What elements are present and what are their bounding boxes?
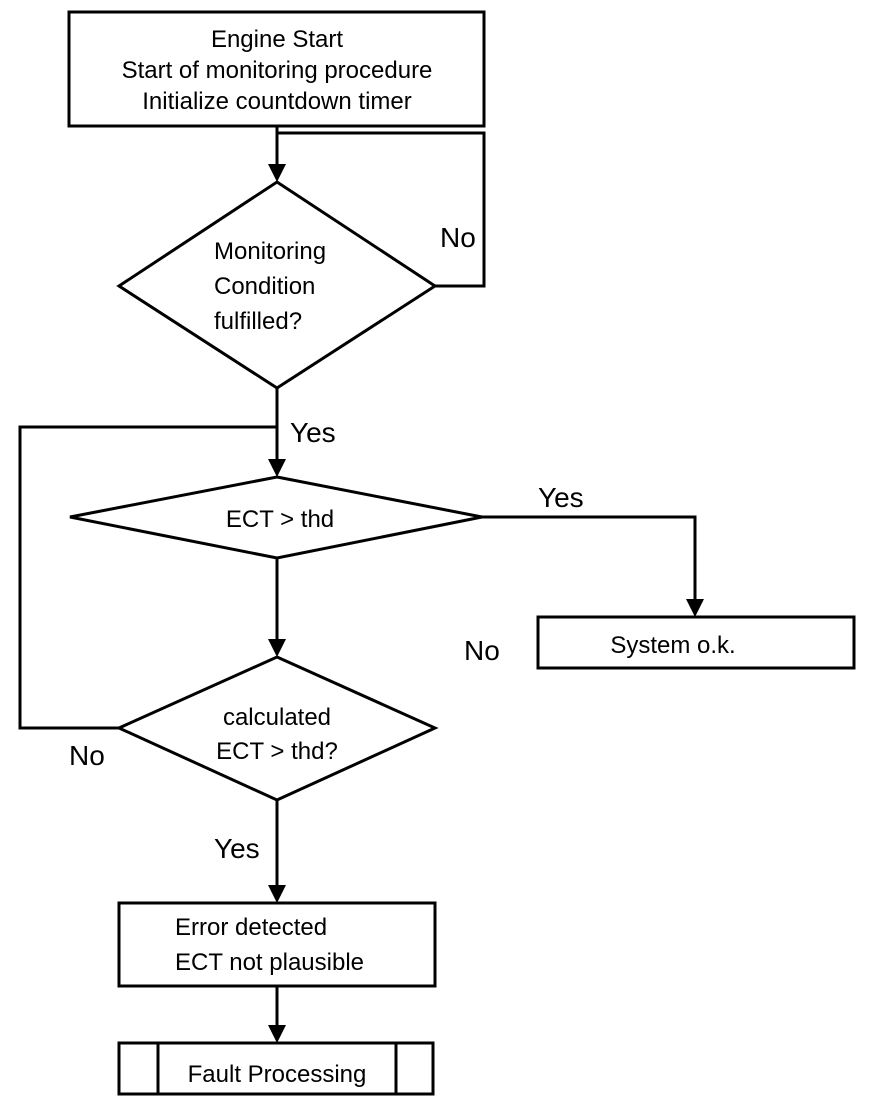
start-line-2: Start of monitoring procedure [122, 57, 433, 84]
calculated-ect-decision: calculated ECT > thd? [115, 655, 439, 802]
ect-threshold-decision: ECT > thd [69, 475, 483, 560]
connectors [18, 126, 697, 1026]
connector-ect-yes-to-system-ok [482, 515, 697, 600]
arrowhead-system-ok [686, 599, 704, 617]
fault-processing-label: Fault Processing [188, 1061, 367, 1088]
arrowhead-ect [268, 459, 286, 477]
calc-yes-label: Yes [214, 833, 260, 864]
monitoring-line-1: Monitoring [214, 238, 326, 265]
system-ok-box: System o.k. [536, 615, 856, 670]
arrowhead-monitoring [268, 164, 286, 182]
arrowhead-error [268, 885, 286, 903]
start-box: Engine Start Start of monitoring procedu… [67, 10, 486, 128]
calc-line-1: calculated [223, 704, 331, 731]
arrowheads [268, 164, 704, 1043]
monitoring-condition-decision: Monitoring Condition fulfilled? [116, 180, 438, 390]
error-detected-box: Error detected ECT not plausible [117, 901, 437, 988]
monitoring-line-3: fulfilled? [214, 308, 302, 335]
edge-labels: No Yes Yes No No Yes [69, 222, 584, 864]
error-line-1: Error detected [175, 914, 327, 941]
start-line-1: Engine Start [211, 26, 343, 53]
calc-line-2: ECT > thd? [216, 738, 338, 765]
calc-no-label: No [69, 740, 105, 771]
ect-yes-label: Yes [538, 482, 584, 513]
monitoring-line-2: Condition [214, 273, 315, 300]
monitoring-no-label: No [440, 222, 476, 253]
monitoring-yes-label: Yes [290, 417, 336, 448]
connector-monitoring-no-loop [277, 131, 486, 288]
ect-no-label: No [464, 635, 500, 666]
arrowhead-calc [268, 639, 286, 657]
connector-calc-no-loop [18, 425, 277, 730]
start-line-3: Initialize countdown timer [142, 88, 411, 115]
arrowhead-fault [268, 1025, 286, 1043]
ect-decision-label: ECT > thd [226, 506, 334, 533]
error-line-2: ECT not plausible [175, 949, 364, 976]
system-ok-label: System o.k. [610, 632, 735, 659]
fault-processing-box: Fault Processing [117, 1041, 435, 1096]
